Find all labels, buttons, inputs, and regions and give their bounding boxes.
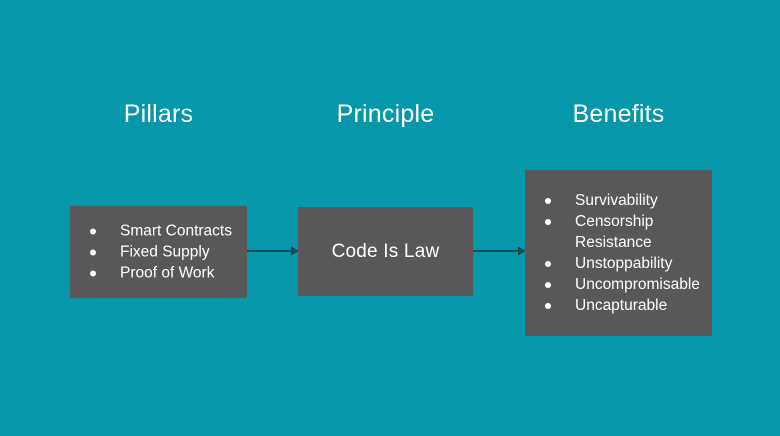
bullet-dot-icon — [545, 281, 551, 288]
list-item: Survivability — [525, 190, 712, 211]
node-box-benefits[interactable]: Survivability Censorship Resistance Unst… — [525, 170, 712, 336]
list-item: Proof of Work — [70, 263, 247, 284]
list-item: Fixed Supply — [70, 242, 247, 263]
list-item: Unstoppability — [525, 253, 712, 274]
list-item-label: Proof of Work — [120, 264, 215, 282]
list-item-label: Uncompromisable — [575, 276, 700, 293]
list-item: Censorship Resistance — [525, 211, 712, 253]
list-item: Uncapturable — [525, 295, 712, 316]
bullet-dot-icon — [545, 197, 551, 204]
list-item-label: Uncapturable — [575, 297, 668, 314]
column-heading-principle: Principle — [336, 100, 435, 128]
list-item-label: Fixed Supply — [120, 243, 210, 261]
connector-principle-to-benefits — [473, 244, 526, 258]
bullet-dot-icon — [90, 228, 96, 234]
bullet-dot-icon — [545, 302, 551, 309]
node-box-principle[interactable]: Code Is Law — [298, 207, 473, 296]
list-item-label: Censorship Resistance — [575, 213, 654, 251]
list-item-label: Smart Contracts — [120, 222, 232, 240]
list-item: Smart Contracts — [70, 221, 247, 242]
arrow-right-icon — [473, 246, 526, 256]
bullet-dot-icon — [90, 249, 96, 255]
node-box-pillars[interactable]: Smart Contracts Fixed Supply Proof of Wo… — [70, 206, 247, 298]
column-heading-pillars: Pillars — [123, 100, 194, 128]
arrow-right-icon — [247, 246, 299, 256]
list-item-label: Unstoppability — [575, 255, 673, 272]
node-label-code-is-law: Code Is Law — [331, 240, 440, 262]
bullet-dot-icon — [545, 260, 551, 267]
bullet-dot-icon — [545, 218, 551, 225]
column-heading-benefits: Benefits — [572, 100, 665, 128]
connector-pillars-to-principle — [247, 244, 299, 258]
benefits-bullet-list: Survivability Censorship Resistance Unst… — [525, 190, 712, 316]
bullet-dot-icon — [90, 270, 96, 276]
pillars-bullet-list: Smart Contracts Fixed Supply Proof of Wo… — [70, 221, 247, 284]
list-item: Uncompromisable — [525, 274, 712, 295]
list-item-label: Survivability — [575, 192, 658, 209]
